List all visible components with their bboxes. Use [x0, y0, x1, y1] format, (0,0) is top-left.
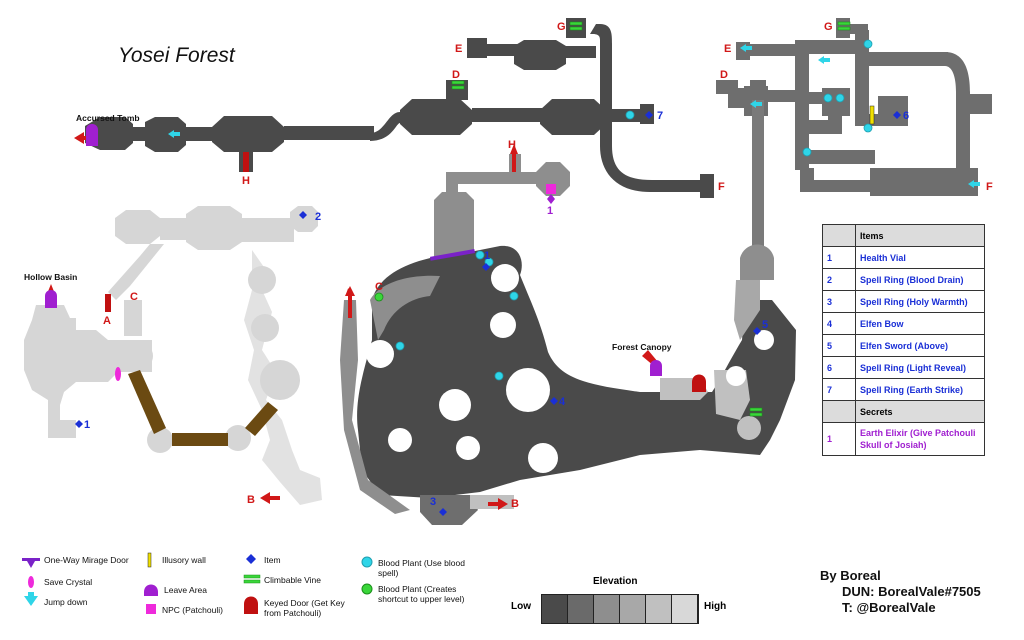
- marker-d-right: D: [720, 69, 728, 81]
- elevation-low: Low: [511, 601, 531, 612]
- illusory-wall: [869, 105, 875, 125]
- marker-h-left: H: [242, 175, 250, 187]
- marker-letters: G E D H H F G E D F A C A C B B: [103, 21, 993, 510]
- elevation-swatch: [620, 595, 646, 623]
- descending-tower: [740, 100, 774, 280]
- items-table-header: Items: [822, 224, 985, 247]
- legend-npc: NPC (Patchouli): [162, 605, 223, 615]
- table-row: 1 Health Vial: [822, 246, 985, 269]
- marker-e-right: E: [724, 43, 731, 55]
- legend-mirage: One-Way Mirage Door: [44, 555, 129, 565]
- elevation-swatch: [542, 595, 568, 623]
- table-row: 2 Spell Ring (Blood Drain): [822, 268, 985, 291]
- credit-twitter: T: @BorealVale: [842, 600, 936, 615]
- climbable-vines: [451, 21, 851, 417]
- elevation-high: High: [704, 601, 727, 612]
- credit-dun: DUN: BorealVale#7505: [842, 584, 981, 599]
- marker-c-left: C: [130, 291, 138, 303]
- secret-number-1: 1: [547, 205, 553, 217]
- marker-b-right: B: [511, 498, 519, 510]
- table-row: 3 Spell Ring (Holy Warmth): [822, 290, 985, 313]
- red-arrows: [47, 132, 658, 510]
- elevation-title: Elevation: [593, 576, 638, 587]
- wooden-bridges: [128, 370, 278, 446]
- legend-jump: Jump down: [44, 597, 88, 607]
- marker-g-left: G: [557, 21, 566, 33]
- marker-e-left: E: [455, 43, 462, 55]
- map-title: Yosei Forest: [118, 44, 235, 67]
- elevation-scale: [541, 594, 699, 624]
- table-row: 4 Elfen Bow: [822, 312, 985, 335]
- legend-keyed: Keyed Door (Get Key from Patchouli): [264, 598, 345, 618]
- item-diamonds: [75, 111, 901, 516]
- marker-g-right: G: [824, 21, 833, 33]
- area-labels: Accursed Tomb Hollow Basin Forest Canopy: [24, 113, 672, 352]
- jump-down-arrows: [168, 44, 980, 188]
- table-row: 7 Spell Ring (Earth Strike): [822, 378, 985, 401]
- marker-h-top: H: [508, 139, 516, 151]
- legend-item: Item: [264, 555, 281, 565]
- item-number-6: 6: [903, 110, 909, 122]
- item-number-2: 2: [315, 211, 321, 223]
- item-number-1-cave: 1: [484, 250, 490, 262]
- legend-vine: Climbable Vine: [264, 575, 322, 585]
- credits: By Boreal DUN: BorealVale#7505 T: @Borea…: [820, 568, 981, 616]
- elevation-swatch: [568, 595, 594, 623]
- legend-icons: [22, 552, 373, 614]
- elevation-swatch: [672, 595, 698, 623]
- save-crystal: [115, 367, 121, 381]
- table-row: 5 Elfen Sword (Above): [822, 334, 985, 357]
- item-number-7: 7: [657, 110, 663, 122]
- legend-illusory: Illusory wall: [162, 555, 206, 565]
- item-numbers: 7 6 2 1 1 4 3 5 1: [84, 110, 909, 508]
- mirage-door: [429, 249, 475, 261]
- npc-patchouli: [546, 184, 556, 204]
- left-lower-area: [24, 206, 322, 505]
- items-table: Items 1 Health Vial 2 Spell Ring (Blood …: [822, 224, 985, 456]
- marker-a-center: A: [345, 287, 353, 299]
- marker-c-center: C: [375, 281, 383, 293]
- item-number-4: 4: [559, 396, 566, 408]
- legend-blood-use: Blood Plant (Use blood spell): [378, 558, 465, 578]
- item-number-1-basin: 1: [84, 419, 90, 431]
- marker-f-right: F: [986, 181, 993, 193]
- table-row: 6 Spell Ring (Light Reveal): [822, 356, 985, 379]
- leave-area-markers: [45, 124, 662, 376]
- elevation-swatch: [646, 595, 672, 623]
- label-forest-canopy: Forest Canopy: [612, 342, 672, 352]
- item-number-3: 3: [430, 496, 436, 508]
- label-hollow-basin: Hollow Basin: [24, 272, 77, 282]
- legend-blood-short: Blood Plant (Creates shortcut to upper l…: [378, 584, 465, 604]
- items-header: Items: [855, 224, 985, 247]
- marker-d-left: D: [452, 69, 460, 81]
- legend-save: Save Crystal: [44, 577, 93, 587]
- keyed-doors: [105, 152, 706, 392]
- upper-level-corridors: [85, 18, 714, 198]
- central-area: [340, 154, 796, 525]
- blood-plants-green: [374, 292, 384, 302]
- marker-f-left: F: [718, 181, 725, 193]
- secrets-table-header: Secrets: [822, 400, 985, 423]
- secrets-header: Secrets: [855, 400, 985, 423]
- marker-b-left: B: [247, 494, 255, 506]
- elevation-swatch: [594, 595, 620, 623]
- marker-a-left: A: [103, 315, 111, 327]
- credit-author: By Boreal: [820, 568, 881, 583]
- item-number-5: 5: [762, 319, 768, 331]
- legend-leave: Leave Area: [164, 585, 208, 595]
- table-row: 1 Earth Elixir (Give Patchouli Skull of …: [822, 422, 985, 456]
- blood-plants-cyan: [395, 39, 873, 381]
- label-accursed-tomb: Accursed Tomb: [76, 113, 140, 123]
